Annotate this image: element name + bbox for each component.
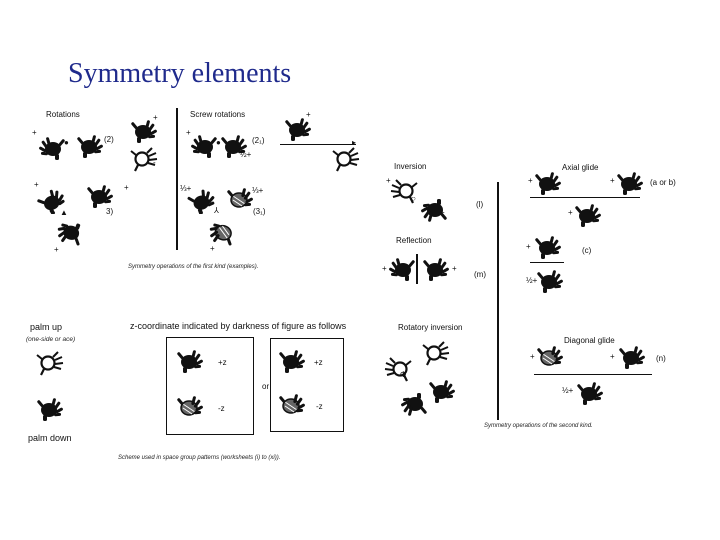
dark-hand-icon bbox=[186, 133, 220, 159]
or-label: or bbox=[262, 382, 269, 391]
stripe-hand-icon bbox=[534, 344, 568, 370]
plus-marker: + bbox=[440, 208, 445, 217]
label-3: 3) bbox=[106, 207, 113, 216]
plus-marker: + bbox=[90, 146, 95, 155]
stripe-hand-icon bbox=[204, 220, 238, 246]
reflection-label: Reflection bbox=[396, 236, 432, 245]
plus-half-marker: ½+ bbox=[526, 276, 537, 285]
dark-hand-icon bbox=[84, 183, 118, 209]
label-n: (n) bbox=[656, 354, 666, 363]
glide-plane-line bbox=[530, 262, 564, 263]
dark-hand-icon bbox=[282, 116, 316, 142]
light-hand-icon bbox=[128, 146, 162, 172]
dark-hand-icon bbox=[532, 170, 566, 196]
rotations-label: Rotations bbox=[46, 110, 80, 119]
plus-marker: + bbox=[568, 208, 573, 217]
glide-plane-line bbox=[530, 197, 640, 198]
light-hand-icon bbox=[330, 146, 364, 172]
plus-marker: + bbox=[382, 264, 387, 273]
stripe-hand-icon bbox=[174, 394, 208, 420]
label-3-1: (3₁) bbox=[253, 207, 265, 216]
dark-hand-icon bbox=[572, 202, 606, 228]
diagonal-glide-label: Diagonal glide bbox=[564, 336, 615, 345]
dark-hand-icon bbox=[396, 392, 430, 418]
light-hand-icon bbox=[34, 350, 68, 376]
second-kind-caption: Symmetry operations of the second kind. bbox=[484, 423, 593, 429]
mirror-line bbox=[416, 254, 418, 284]
label-2: (2) bbox=[104, 135, 114, 144]
minus-z-label: -z bbox=[218, 404, 225, 413]
rotatory-inversion-label: Rotatory inversion bbox=[398, 323, 462, 332]
dark-hand-icon bbox=[34, 135, 68, 161]
scheme-caption: Scheme used in space group patterns (wor… bbox=[118, 455, 280, 461]
plus-marker: + bbox=[530, 352, 535, 361]
dark-hand-icon bbox=[384, 256, 418, 282]
plus-marker: + bbox=[153, 113, 158, 122]
plus-z-label: +z bbox=[314, 358, 323, 367]
dark-hand-icon bbox=[534, 268, 568, 294]
first-kind-divider bbox=[176, 108, 178, 250]
screw-rotations-label: Screw rotations bbox=[190, 110, 245, 119]
inversion-label: Inversion bbox=[394, 162, 426, 171]
plus-marker: + bbox=[386, 176, 391, 185]
plus-marker: + bbox=[306, 110, 311, 119]
dark-hand-icon bbox=[574, 380, 608, 406]
dark-hand-icon bbox=[426, 378, 460, 404]
plus-half-marker: ½+ bbox=[240, 150, 251, 159]
plus-third-marker: ⅓+ bbox=[252, 186, 263, 195]
dark-hand-icon bbox=[614, 170, 648, 196]
dark-hand-icon bbox=[532, 234, 566, 260]
axial-glide-label: Axial glide bbox=[562, 163, 598, 172]
label-2-1: (2₁) bbox=[252, 136, 264, 145]
label-l: (l) bbox=[476, 200, 483, 209]
label-c: (c) bbox=[582, 246, 591, 255]
plus-z-label: +z bbox=[218, 358, 227, 367]
plus-marker: + bbox=[610, 352, 615, 361]
minus-marker: - bbox=[153, 158, 156, 167]
palm-down-label: palm down bbox=[28, 433, 72, 443]
dark-hand-icon bbox=[420, 256, 454, 282]
plus-marker: + bbox=[34, 180, 39, 189]
palm-up-label: palm up bbox=[30, 322, 62, 332]
label-m: (m) bbox=[474, 270, 486, 279]
dark-hand-icon bbox=[276, 348, 310, 374]
screw-axis-arrow bbox=[280, 144, 356, 145]
plus-marker: + bbox=[610, 176, 615, 185]
first-kind-caption: Symmetry operations of the first kind (e… bbox=[128, 264, 258, 270]
minus-z-label: -z bbox=[316, 402, 323, 411]
light-hand-icon bbox=[420, 340, 454, 366]
plus-marker: + bbox=[54, 245, 59, 254]
plus-marker: + bbox=[210, 244, 215, 253]
fourfold-inversion-marker: Φ bbox=[400, 370, 406, 379]
slide-title: Symmetry elements bbox=[68, 58, 291, 90]
light-hand-icon bbox=[380, 356, 414, 382]
triad-marker: ▲ bbox=[60, 208, 68, 217]
triad-screw-marker: ⅄ bbox=[214, 206, 219, 215]
palm-up-sub-label: (one-side or ace) bbox=[26, 336, 75, 343]
second-kind-divider bbox=[497, 182, 499, 420]
plus-marker: + bbox=[452, 264, 457, 273]
plus-marker: + bbox=[528, 176, 533, 185]
dark-hand-icon bbox=[52, 220, 86, 246]
plus-half-marker: ½+ bbox=[562, 386, 573, 395]
z-coordinate-heading: z-coordinate indicated by darkness of fi… bbox=[130, 321, 346, 331]
plus-marker: + bbox=[526, 242, 531, 251]
label-a-or-b: (a or b) bbox=[650, 178, 676, 187]
glide-plane-line bbox=[534, 374, 652, 375]
plus-marker: + bbox=[186, 128, 191, 137]
dark-hand-icon bbox=[616, 344, 650, 370]
plus-marker: + bbox=[124, 183, 129, 192]
dark-hand-icon bbox=[34, 396, 68, 422]
plus-marker: + bbox=[32, 128, 37, 137]
dark-hand-icon bbox=[174, 348, 208, 374]
stripe-hand-icon bbox=[276, 392, 310, 418]
axis-marker: ● bbox=[64, 138, 69, 147]
